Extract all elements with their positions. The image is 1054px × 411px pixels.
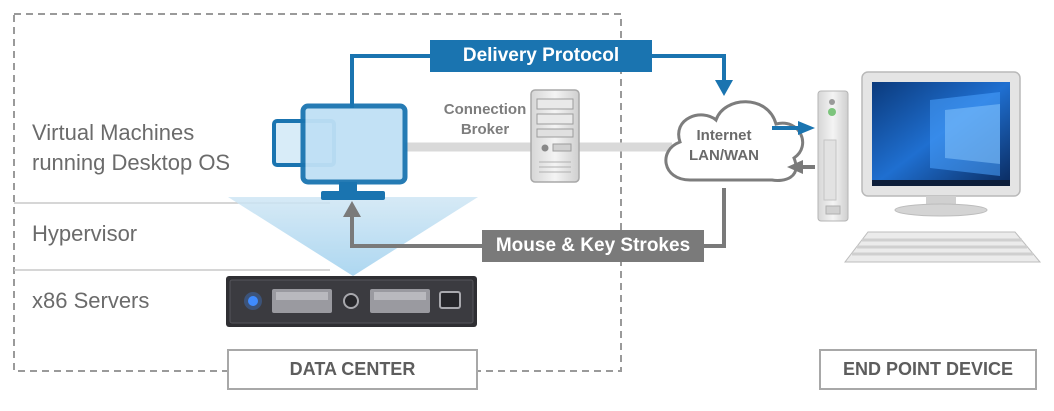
delivery-arrowhead — [715, 80, 733, 96]
monitor-icon — [272, 103, 408, 200]
upstream-arrowhead — [787, 160, 803, 174]
delivery-protocol-label: Delivery Protocol — [462, 45, 620, 66]
downstream-arrowhead — [798, 121, 815, 135]
hypervisor-layer-label: Hypervisor — [32, 221, 138, 246]
keystroke-label: Mouse & Key Strokes — [495, 235, 691, 256]
cloud-icon — [664, 100, 805, 182]
servers-layer-label: x86 Servers — [32, 288, 150, 313]
data-center-label: DATA CENTER — [227, 349, 478, 390]
connection-broker-label: Connection Broker — [443, 101, 527, 138]
keystroke-arrowhead — [343, 201, 361, 217]
data-center-boundary — [13, 13, 622, 372]
keystroke-banner: Mouse & Key Strokes — [482, 230, 704, 262]
rack-server-icon — [226, 276, 477, 327]
internet-label: Internet LAN/WAN — [689, 127, 759, 164]
end-point-device-label: END POINT DEVICE — [819, 349, 1037, 390]
desktop-computer-icon — [817, 71, 1042, 263]
tower-server-icon — [530, 89, 580, 183]
vm-layer-label: Virtual Machines running Desktop OS — [32, 120, 231, 175]
delivery-protocol-banner: Delivery Protocol — [430, 40, 652, 72]
